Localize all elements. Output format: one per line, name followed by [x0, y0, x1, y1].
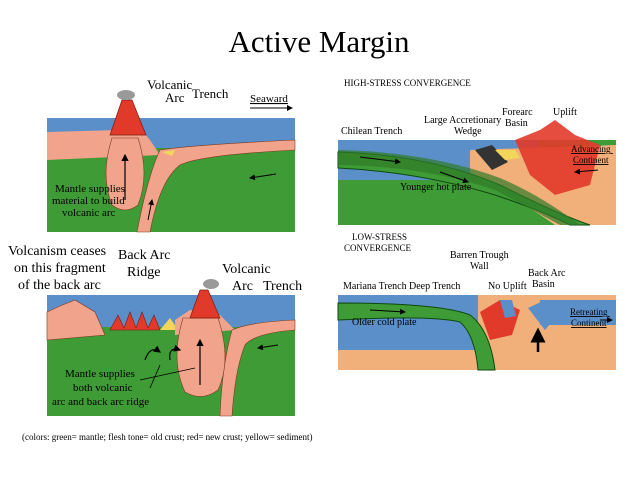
rt-wedge: Large Accretionary Wedge: [424, 115, 504, 137]
rt-younger: Younger hot plate: [400, 182, 472, 193]
rb-back-arc-basin: Back Arc Basin: [528, 268, 568, 290]
rt-chilean: Chilean Trench: [341, 126, 402, 137]
accretionary-wedge: [475, 145, 508, 170]
lb-back-arc-label: Back Arc Ridge: [118, 248, 174, 280]
panel-back-arc: [46, 279, 296, 417]
rt-uplift: Uplift: [553, 107, 577, 118]
panel-volcanic-arc: [47, 90, 296, 233]
rt-advancing: Advancing Continent: [571, 144, 613, 165]
rb-no-uplift: No Uplift: [488, 281, 527, 292]
rb-mariana: Mariana Trench: [343, 281, 407, 292]
rb-barren: Barren Trough Wall: [450, 250, 511, 272]
ash-cloud: [117, 90, 135, 100]
back-arc-ridge: [109, 311, 161, 331]
rt-heading: HIGH-STRESS CONVERGENCE: [344, 78, 471, 88]
lt-trench-label: Trench: [192, 86, 229, 101]
panel-high-stress: [337, 120, 616, 226]
volcano: [109, 99, 147, 136]
panel-low-stress: [337, 295, 616, 371]
mantle-plume-2: [176, 317, 226, 397]
rb-older: Older cold plate: [352, 317, 417, 328]
rt-forearc: Forearc Basin: [502, 107, 535, 129]
color-legend: (colors: green= mantle; flesh tone= old …: [22, 432, 312, 442]
slide-title: Active Margin: [228, 24, 410, 59]
older-plate: [337, 302, 496, 371]
rb-retreating: Retreating Continent: [570, 307, 610, 328]
back-arc-fragment: [46, 299, 106, 341]
lt-mantle-note: Mantle supplies material to build volcan…: [52, 183, 128, 219]
subducting-plate: [136, 139, 296, 233]
uplift-arc: [515, 120, 600, 195]
lb-mantle-note: Mantle supplies both volcanic arc and ba…: [52, 368, 149, 408]
volcano-2: [189, 289, 221, 319]
lt-seaward-label: Seaward: [250, 93, 288, 105]
subducting-plate-2: [219, 319, 296, 417]
lb-trench-label: Trench: [263, 279, 302, 294]
rb-deep: Deep Trench: [409, 281, 460, 292]
lt-volcanic-label: Volcanic Arc: [147, 77, 196, 105]
lb-volcanic-label: Volcanic Arc: [222, 262, 274, 294]
rb-heading: LOW-STRESS CONVERGENCE: [344, 232, 412, 253]
lb-volcanism-note: Volcanism ceases on this fragment of the…: [8, 244, 110, 293]
